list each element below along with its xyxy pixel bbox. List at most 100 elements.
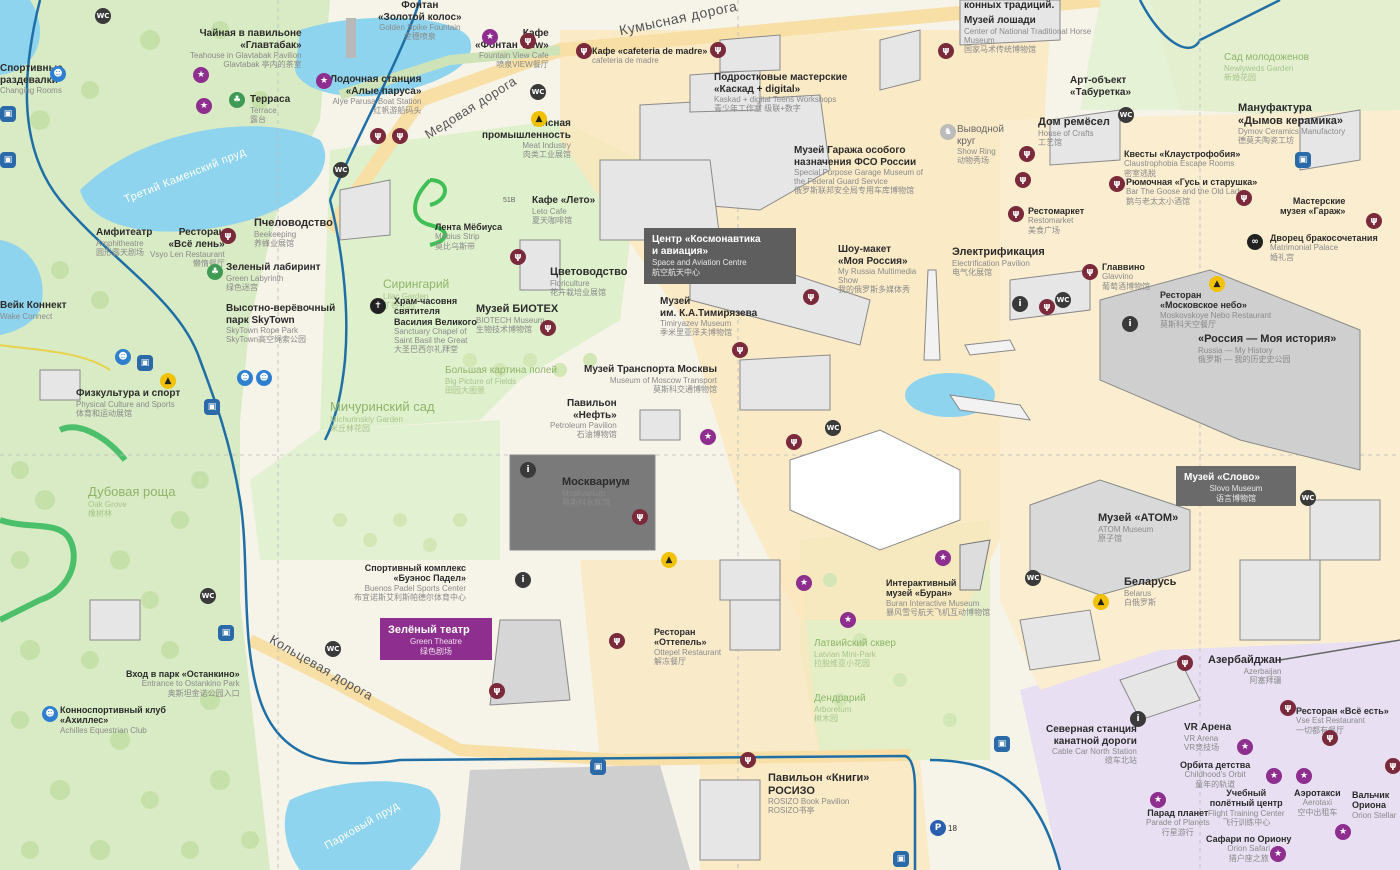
restaurant-icon[interactable]: ψ: [1039, 299, 1055, 315]
restaurant-icon[interactable]: ψ: [1280, 700, 1296, 716]
restaurant-icon[interactable]: ψ: [710, 42, 726, 58]
kids-icon[interactable]: ★: [1296, 768, 1312, 784]
restaurant-icon[interactable]: ψ: [803, 289, 819, 305]
restaurant-icon[interactable]: ψ: [740, 752, 756, 768]
taxi-icon[interactable]: ▲: [160, 373, 176, 389]
restaurant-icon[interactable]: ψ: [576, 43, 592, 59]
bus-stop-icon[interactable]: ▣: [1295, 152, 1311, 168]
taxi-icon[interactable]: ▲: [1209, 276, 1225, 292]
label-art-tabur[interactable]: Арт-объект«Табуретка»: [1070, 75, 1132, 98]
kids-icon[interactable]: ★: [1270, 846, 1286, 862]
kids-icon[interactable]: ★: [193, 67, 209, 83]
restaurant-icon[interactable]: ψ: [1109, 176, 1125, 192]
label-ryumochnaya[interactable]: Рюмочная «Гусь и старушка»Bar The Goose …: [1126, 177, 1258, 206]
kids-icon[interactable]: ★: [1150, 792, 1166, 808]
wc-icon[interactable]: WC: [1300, 490, 1316, 506]
kids-icon[interactable]: ★: [1335, 824, 1351, 840]
restaurant-icon[interactable]: ψ: [632, 509, 648, 525]
bus-stop-icon[interactable]: ▣: [137, 355, 153, 371]
horse-icon[interactable]: ♞: [940, 124, 956, 140]
wc-icon[interactable]: WC: [325, 641, 341, 657]
label-nebo[interactable]: Ресторан«Московское небо»Moskovskoye Neb…: [1160, 290, 1272, 329]
wc-icon[interactable]: WC: [333, 162, 349, 178]
wc-icon[interactable]: WC: [95, 8, 111, 24]
restaurant-icon[interactable]: ψ: [220, 228, 236, 244]
taxi-icon[interactable]: ▲: [531, 111, 547, 127]
nature-icon[interactable]: ♣: [207, 264, 223, 280]
kids-icon[interactable]: ★: [796, 575, 812, 591]
restaurant-icon[interactable]: ψ: [392, 128, 408, 144]
label-kafe-madre[interactable]: Кафе «cafeteria de madre»cafeteria de ma…: [592, 46, 708, 66]
wc-icon[interactable]: WC: [530, 84, 546, 100]
bus-stop-icon[interactable]: ▣: [893, 851, 909, 867]
label-manufaktura[interactable]: Мануфактура«Дымов керамика»Dymov Ceramic…: [1238, 102, 1346, 146]
bus-stop-icon[interactable]: ▣: [0, 152, 16, 168]
label-moya-rossiya[interactable]: Шоу-макет«Моя Россия»My Russia Multimedi…: [838, 244, 917, 295]
restaurant-icon[interactable]: ψ: [540, 320, 556, 336]
label-kvesty[interactable]: Квесты «Клаустрофобия»Claustrophobia Esc…: [1124, 149, 1241, 178]
sport-icon[interactable]: ☻: [42, 706, 58, 722]
kids-icon[interactable]: ★: [1266, 768, 1282, 784]
wc-icon[interactable]: WC: [1118, 107, 1134, 123]
sport-icon[interactable]: ☻: [115, 349, 131, 365]
restaurant-icon[interactable]: ψ: [1015, 172, 1031, 188]
label-podrostk[interactable]: Подростковые мастерские«Каскад + digital…: [714, 72, 848, 114]
restaurant-icon[interactable]: ψ: [1008, 206, 1024, 222]
info-icon[interactable]: i: [515, 572, 531, 588]
restaurant-icon[interactable]: ψ: [1236, 190, 1252, 206]
taxi-icon[interactable]: ▲: [661, 552, 677, 568]
kids-icon[interactable]: ★: [316, 73, 332, 89]
restaurant-icon[interactable]: ψ: [1019, 146, 1035, 162]
sport-icon[interactable]: ☻: [256, 370, 272, 386]
label-fontan-kolos[interactable]: Фонтан«Золотой колос»Golden Spike Founta…: [378, 0, 462, 42]
restaurant-icon[interactable]: ψ: [609, 633, 625, 649]
restaurant-icon[interactable]: ψ: [1177, 655, 1193, 671]
chapel-icon[interactable]: ✝: [370, 298, 386, 314]
restaurant-icon[interactable]: ψ: [732, 342, 748, 358]
restaurant-icon[interactable]: ψ: [370, 128, 386, 144]
label-achilles[interactable]: Конноспортивный клуб«Ахиллес»Achilles Eq…: [60, 705, 166, 735]
bus-stop-icon[interactable]: ▣: [590, 759, 606, 775]
restaurant-icon[interactable]: ψ: [1322, 730, 1338, 746]
rings-icon[interactable]: ∞: [1247, 234, 1263, 250]
wc-icon[interactable]: WC: [200, 588, 216, 604]
label-konnyh[interactable]: конных традиций.: [964, 0, 1055, 11]
taxi-icon[interactable]: ▲: [1093, 594, 1109, 610]
info-icon[interactable]: i: [520, 462, 536, 478]
